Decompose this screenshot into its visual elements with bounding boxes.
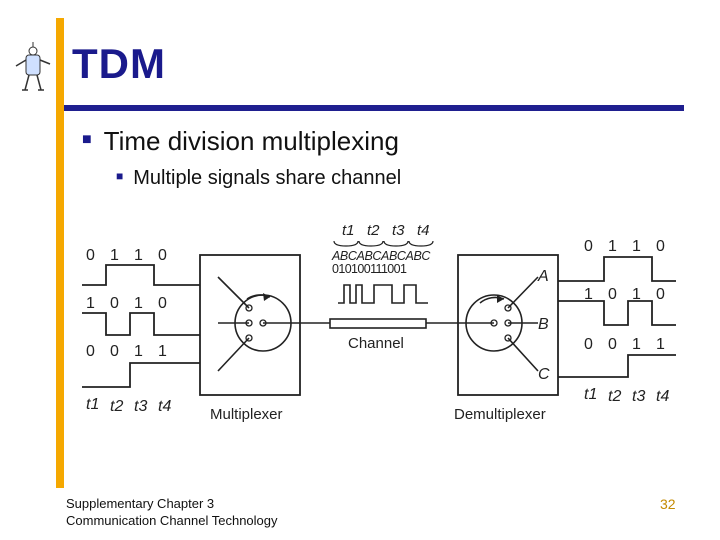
right-b-bit-2: 1 bbox=[632, 286, 641, 303]
right-b-bit-3: 0 bbox=[656, 286, 665, 303]
left-a-bit-3: 0 bbox=[158, 247, 167, 264]
left-time-4: t4 bbox=[158, 398, 171, 415]
right-a-bit-2: 1 bbox=[632, 238, 641, 255]
bullet-level2: ■ Multiple signals share channel bbox=[116, 167, 401, 190]
left-time-1: t1 bbox=[86, 396, 99, 413]
right-a-bit-1: 1 bbox=[608, 238, 617, 255]
left-a-bit-0: 0 bbox=[86, 247, 95, 264]
page-number: 32 bbox=[660, 496, 676, 512]
left-c-bit-2: 1 bbox=[134, 343, 143, 360]
left-a-waveform bbox=[82, 264, 200, 286]
output-label-c: C bbox=[538, 366, 550, 383]
sequence-letters: ABCABCABCABC bbox=[331, 249, 431, 263]
tdm-diagram: 0 1 1 0 1 0 1 0 0 0 1 1 A B C bbox=[82, 222, 676, 423]
bullet-level1: ■ Time division multiplexing bbox=[82, 126, 399, 157]
left-time-3: t3 bbox=[134, 398, 147, 415]
right-a-waveform bbox=[558, 256, 676, 282]
bullet-square-icon: ■ bbox=[116, 168, 124, 183]
channel-label: Channel bbox=[348, 335, 404, 352]
seq-time-1: t1 bbox=[342, 222, 355, 239]
output-label-a: A bbox=[537, 268, 549, 285]
right-a-bit-3: 0 bbox=[656, 238, 665, 255]
bullet-square-icon: ■ bbox=[82, 131, 92, 149]
left-b-bit-3: 0 bbox=[158, 295, 167, 312]
right-a-bit-0: 0 bbox=[584, 238, 593, 255]
left-b-bit-1: 0 bbox=[110, 295, 119, 312]
mascot-logo-icon bbox=[15, 42, 51, 91]
left-c-bit-3: 1 bbox=[158, 343, 167, 360]
multiplexer-label: Multiplexer bbox=[210, 406, 283, 423]
demultiplexer-label: Demultiplexer bbox=[454, 406, 546, 423]
right-c-bit-3: 1 bbox=[656, 336, 665, 353]
accent-vertical-bar bbox=[56, 18, 64, 488]
right-time-1: t1 bbox=[584, 386, 597, 403]
right-c-bit-2: 1 bbox=[632, 336, 641, 353]
right-time-2: t2 bbox=[608, 388, 621, 405]
left-time-2: t2 bbox=[110, 398, 123, 415]
output-label-b: B bbox=[538, 316, 549, 333]
bullet1-text: Time division multiplexing bbox=[103, 126, 399, 156]
left-c-waveform bbox=[82, 362, 200, 388]
right-b-bit-1: 0 bbox=[608, 286, 617, 303]
footer-text: Supplementary Chapter 3 Communication Ch… bbox=[66, 495, 278, 529]
bullet2-text: Multiple signals share channel bbox=[133, 167, 402, 189]
left-c-bit-0: 0 bbox=[86, 343, 95, 360]
left-a-bit-1: 1 bbox=[110, 247, 119, 264]
right-time-4: t4 bbox=[656, 388, 669, 405]
page-title: TDM bbox=[72, 40, 166, 87]
footer-line-1: Supplementary Chapter 3 bbox=[66, 496, 215, 511]
title-underline bbox=[64, 105, 684, 111]
right-b-waveform bbox=[558, 300, 676, 326]
left-c-bit-1: 0 bbox=[110, 343, 119, 360]
sequence-waveform bbox=[338, 284, 428, 304]
right-c-bit-1: 0 bbox=[608, 336, 617, 353]
sequence-bits: 010100111001 bbox=[332, 262, 407, 276]
right-c-bit-0: 0 bbox=[584, 336, 593, 353]
channel-bar bbox=[329, 318, 427, 329]
right-time-3: t3 bbox=[632, 388, 645, 405]
seq-time-3: t3 bbox=[392, 222, 405, 239]
seq-time-4: t4 bbox=[417, 222, 430, 239]
left-b-bit-0: 1 bbox=[86, 295, 95, 312]
left-b-bit-2: 1 bbox=[134, 295, 143, 312]
left-a-bit-2: 1 bbox=[134, 247, 143, 264]
left-b-waveform bbox=[82, 312, 200, 336]
right-b-bit-0: 1 bbox=[584, 286, 593, 303]
footer-line-2: Communication Channel Technology bbox=[66, 513, 278, 528]
right-c-waveform bbox=[558, 354, 676, 378]
seq-time-2: t2 bbox=[367, 222, 380, 239]
